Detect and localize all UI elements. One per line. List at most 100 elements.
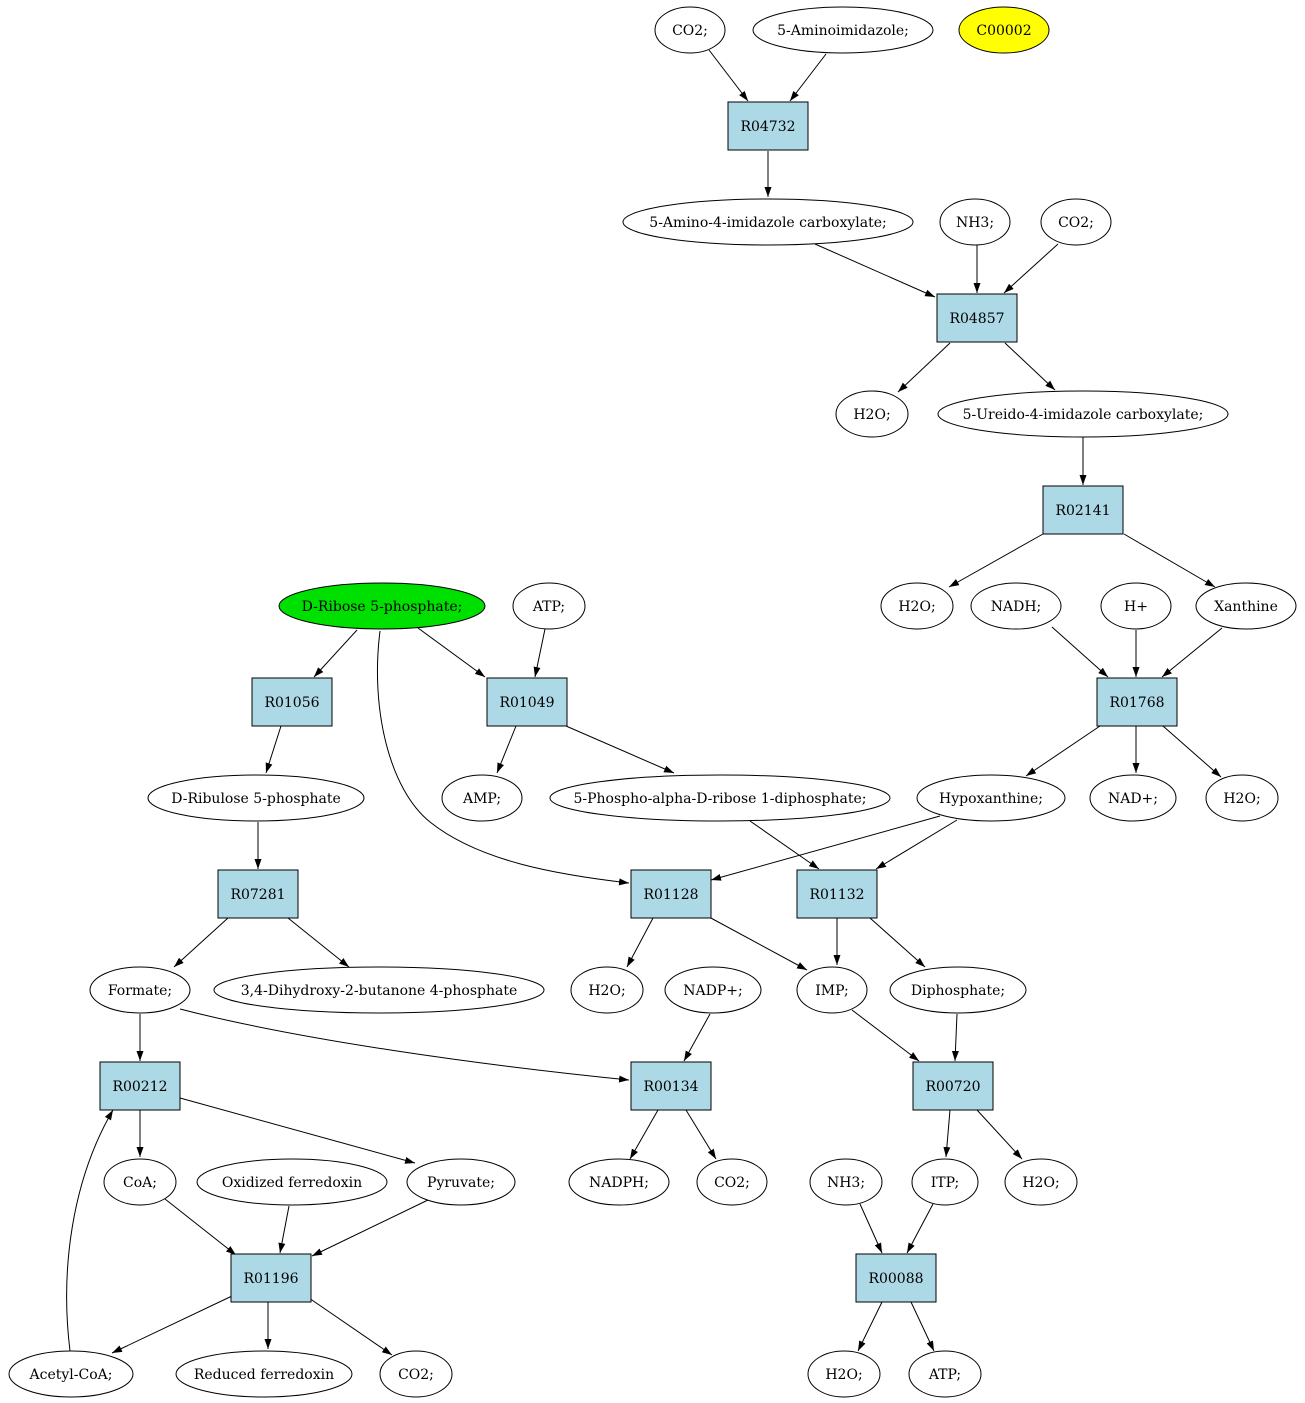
svg-text:5-Amino-4-imidazole carboxylat: 5-Amino-4-imidazole carboxylate; [649, 215, 886, 231]
edge-r01768-to-h2o [1162, 725, 1222, 778]
edge-hypoxanthine-to-r01128 [710, 815, 941, 881]
reaction-r02141[interactable]: R02141 [1042, 485, 1124, 535]
compound-reduced-ferredoxin[interactable]: Reduced ferredoxin [175, 1350, 353, 1398]
compound-h2o-r02141[interactable]: H2O; [880, 582, 954, 630]
compound-h-plus[interactable]: H+ [1100, 582, 1172, 630]
svg-text:D-Ribulose 5-phosphate: D-Ribulose 5-phosphate [171, 791, 341, 807]
reaction-r04732[interactable]: R04732 [727, 101, 809, 151]
svg-text:R00134: R00134 [643, 1079, 698, 1095]
compound-5-ureido-4-imidazole-carboxylate[interactable]: 5-Ureido-4-imidazole carboxylate; [937, 390, 1229, 438]
reaction-r00720[interactable]: R00720 [912, 1061, 994, 1111]
edge-diphosphate-to-r00720 [951, 1013, 959, 1062]
svg-text:5-Phospho-alpha-D-ribose 1-dip: 5-Phospho-alpha-D-ribose 1-diphosphate; [573, 791, 866, 807]
reaction-r00134[interactable]: R00134 [630, 1061, 712, 1111]
compound-formate[interactable]: Formate; [89, 966, 191, 1014]
edge-oxferredoxin-to-r01196 [278, 1205, 290, 1254]
svg-text:ITP;: ITP; [931, 1175, 960, 1191]
svg-text:H2O;: H2O; [588, 983, 625, 999]
svg-text:CoA;: CoA; [123, 1175, 157, 1191]
edge-r02141-to-h2o [948, 533, 1044, 588]
compound-coa[interactable]: CoA; [103, 1158, 177, 1206]
compound-nad-plus[interactable]: NAD+; [1089, 774, 1177, 822]
svg-text:R00088: R00088 [868, 1271, 923, 1287]
compound-diphosphate[interactable]: Diphosphate; [889, 966, 1027, 1014]
compound-co2-r01196[interactable]: CO2; [379, 1350, 453, 1398]
edge-nh3-to-r00088 [859, 1203, 883, 1254]
compound-nadph[interactable]: NADPH; [568, 1158, 670, 1206]
svg-text:R01049: R01049 [499, 695, 554, 711]
compound-nh3-top[interactable]: NH3; [939, 198, 1011, 246]
svg-text:R04857: R04857 [949, 311, 1004, 327]
svg-text:NADP+;: NADP+; [683, 983, 742, 999]
svg-text:H2O;: H2O; [898, 599, 935, 615]
edge-r01768-to-hypoxanthine [1025, 725, 1101, 777]
compound-h2o-r04857[interactable]: H2O; [835, 390, 909, 438]
svg-text:R01196: R01196 [243, 1271, 298, 1287]
svg-text:ATP;: ATP; [532, 599, 565, 615]
compound-co2-r00134[interactable]: CO2; [696, 1158, 768, 1206]
compound-co2-top[interactable]: CO2; [654, 6, 726, 54]
compound-xanthine[interactable]: Xanthine [1195, 582, 1297, 630]
compound-5-amino-4-imidazole-carboxylate[interactable]: 5-Amino-4-imidazole carboxylate; [622, 198, 914, 246]
reaction-r04857[interactable]: R04857 [936, 293, 1018, 343]
svg-text:NH3;: NH3; [827, 1175, 865, 1191]
compound-oxidized-ferredoxin[interactable]: Oxidized ferredoxin [196, 1158, 388, 1206]
compound-nh3-bottom[interactable]: NH3; [809, 1158, 883, 1206]
reaction-r01128[interactable]: R01128 [630, 869, 712, 919]
compound-imp[interactable]: IMP; [796, 966, 868, 1014]
compound-co2-r04857[interactable]: CO2; [1040, 198, 1112, 246]
compound-h2o-r01768[interactable]: H2O; [1205, 774, 1279, 822]
compound-prpp[interactable]: 5-Phospho-alpha-D-ribose 1-diphosphate; [549, 774, 891, 822]
svg-text:R01056: R01056 [264, 695, 319, 711]
edge-r02141-to-xanthine [1123, 533, 1216, 588]
compound-atp-bottom[interactable]: ATP; [908, 1350, 982, 1398]
reaction-r01056[interactable]: R01056 [251, 677, 333, 727]
edge-pyruvate-to-r01196 [311, 1199, 429, 1257]
compound-pyruvate[interactable]: Pyruvate; [406, 1158, 516, 1206]
compound-dihydroxy-butanone-phosphate[interactable]: 3,4-Dihydroxy-2-butanone 4-phosphate [213, 966, 545, 1014]
compound-c00002[interactable]: C00002 [958, 6, 1050, 54]
edge-r00134-to-co2 [685, 1109, 717, 1160]
edge-xanthine-to-r01768 [1161, 627, 1223, 678]
edge-r00088-to-atp [910, 1301, 935, 1352]
reaction-r01768[interactable]: R01768 [1096, 677, 1178, 727]
edge-prpp-to-r01132 [749, 820, 820, 870]
compound-d-ribulose-5-phosphate[interactable]: D-Ribulose 5-phosphate [147, 774, 365, 822]
edge-r01049-to-prpp [565, 725, 675, 774]
edge-r01128-to-h2o [626, 917, 654, 968]
compound-acetyl-coa[interactable]: Acetyl-CoA; [8, 1350, 134, 1398]
compound-d-ribose-5-phosphate[interactable]: D-Ribose 5-phosphate; [278, 582, 486, 630]
reaction-r07281[interactable]: R07281 [217, 869, 299, 919]
svg-text:H2O;: H2O; [1223, 791, 1260, 807]
compound-atp-mid[interactable]: ATP; [512, 582, 586, 630]
reaction-r01049[interactable]: R01049 [486, 677, 568, 727]
edge-acetylcoa-to-r00212 [66, 1109, 114, 1352]
compound-nadp-plus[interactable]: NADP+; [664, 966, 762, 1014]
compound-nadh[interactable]: NADH; [970, 582, 1062, 630]
svg-text:R07281: R07281 [230, 887, 285, 903]
reaction-r01196[interactable]: R01196 [230, 1253, 312, 1303]
svg-text:CO2;: CO2; [672, 23, 708, 39]
edge-formate-to-r00134 [179, 1008, 630, 1083]
svg-text:R01128: R01128 [643, 887, 698, 903]
compound-amp[interactable]: AMP; [441, 774, 523, 822]
compound-h2o-r00720[interactable]: H2O; [1004, 1158, 1078, 1206]
edge-ribose-to-r01128 [377, 630, 630, 886]
edge-r04857-to-ureido [1004, 342, 1056, 391]
svg-text:AMP;: AMP; [462, 791, 501, 807]
compound-5-aminoimidazole[interactable]: 5-Aminoimidazole; [752, 6, 934, 54]
compound-hypoxanthine[interactable]: Hypoxanthine; [916, 774, 1066, 822]
svg-text:CO2;: CO2; [714, 1175, 750, 1191]
reaction-r00088[interactable]: R00088 [855, 1253, 937, 1303]
svg-text:C00002: C00002 [976, 23, 1031, 39]
svg-text:NH3;: NH3; [956, 215, 994, 231]
reaction-r01132[interactable]: R01132 [796, 869, 878, 919]
reaction-r00212[interactable]: R00212 [99, 1061, 181, 1111]
edge-co2-to-r04732 [708, 49, 749, 102]
edge-coa-to-r01196 [164, 1198, 237, 1256]
compound-itp[interactable]: ITP; [911, 1158, 979, 1206]
compound-h2o-r01128[interactable]: H2O; [570, 966, 644, 1014]
compound-h2o-r00088[interactable]: H2O; [807, 1350, 881, 1398]
edge-r04857-to-h2o [897, 342, 951, 393]
